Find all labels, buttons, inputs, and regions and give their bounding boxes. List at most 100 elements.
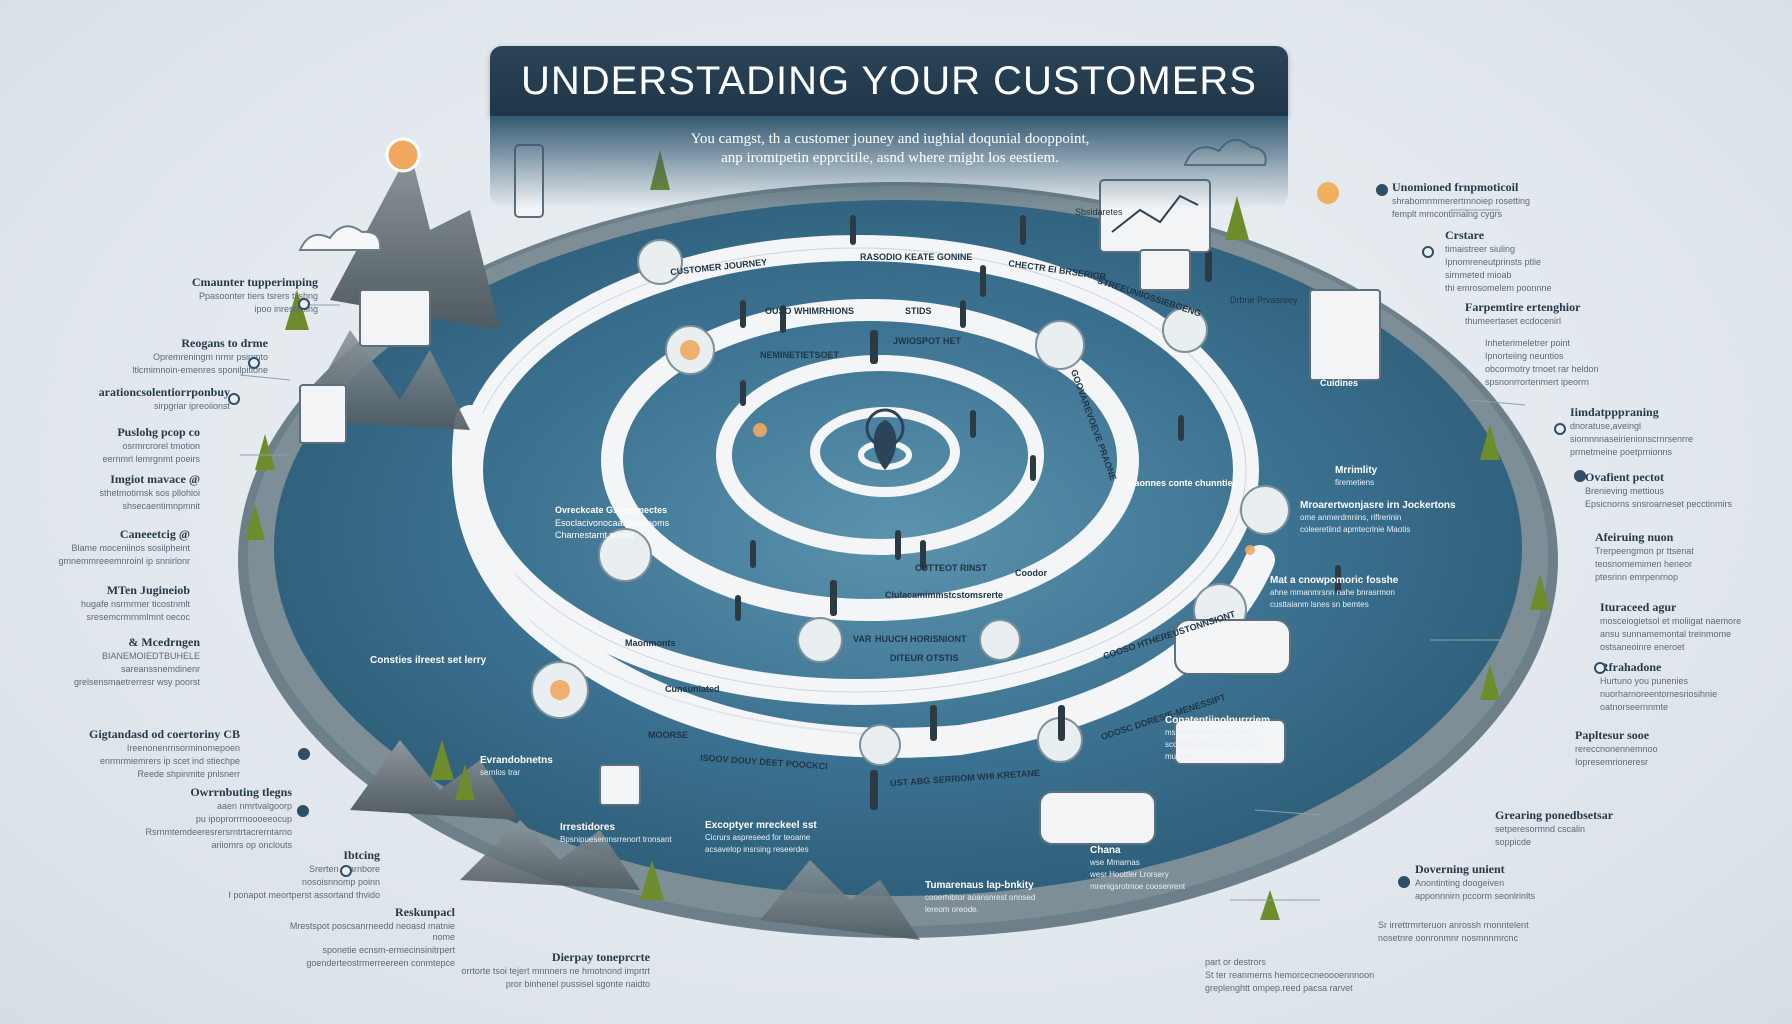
note-heading: Puslohg pcop co [117, 425, 200, 439]
subtitle: You camgst, th a customer jouney and iug… [560, 130, 1220, 168]
note-body: hugafe nsrmrmer ticostnmlt [80, 599, 190, 609]
scene-note-body: coleeretiind apmtecrlnie Maotis [1300, 525, 1411, 534]
subtitle-line: You camgst, th a customer jouney and iug… [690, 131, 1090, 147]
touchpoint-pods [531, 239, 1290, 766]
map-label: Drbne Prvasreey [1230, 295, 1298, 305]
note-body: pu ipoprorrrnoooeeocup [195, 814, 292, 824]
center-pin-icon [865, 408, 905, 470]
path-label: DITEUR OTSTIS [890, 653, 959, 663]
note-body: rereccnonennemnoo [1575, 744, 1658, 754]
lightbulb-icon [385, 137, 421, 173]
note-marker [1554, 423, 1566, 435]
note-body: sareanssnemdinenr [120, 664, 200, 674]
right-note: Ovafient pectot Brenieving mettious Epsi… [1585, 470, 1775, 510]
note-marker [1574, 470, 1586, 482]
scene-note-body: firemetiens [1335, 478, 1375, 487]
right-note: Doverning unient Anontinting doogeiven a… [1415, 862, 1605, 902]
note-body: osrmrcrorel tmotion [122, 441, 200, 451]
path-label: Cunsuniated [665, 684, 720, 694]
lightbulb-icon-right [1317, 182, 1339, 204]
note-body: femplt mmcontirnalng cygrs [1392, 209, 1503, 219]
note-marker [1594, 662, 1606, 674]
note-body: Mrestspot poscsanrneedd neoasd matnie no… [289, 921, 455, 942]
note-marker [340, 865, 352, 877]
note-body: obcormotry trnoet rar heldon [1485, 364, 1599, 374]
right-note: Iimdatpppraning dnoratuse,aveingl siomnn… [1570, 405, 1760, 458]
left-note: MTen Jugineiob hugafe nsrmrmer ticostnml… [0, 583, 190, 623]
path-label: VAR [853, 634, 872, 644]
left-note: Cmaunter tupperimping Ppasoonter tiers t… [128, 275, 318, 315]
pod-accents [550, 340, 1255, 700]
note-body: Reede shpinmite pnlsnerr [137, 769, 240, 779]
scene-note: Mat a cnowpomoric fosshe ahne mmanmrsnn … [1270, 575, 1398, 611]
note-body: nosetnre oonronmnr nosmnnmrcnc [1378, 933, 1519, 943]
note-body: ostsaneoinre eneroet [1600, 642, 1685, 652]
note-marker [298, 748, 310, 760]
note-heading: Cmaunter tupperimping [191, 275, 318, 289]
note-body: eernmrl lemrgnmt poeirs [102, 454, 200, 464]
note-body: Sr irrettrmrteruon anrossh rnonntelent [1378, 920, 1529, 930]
scene-note: Chana wse Mmarnas wesr Hoottler Lrorsery… [1090, 845, 1185, 893]
right-note: Afeiruing nuon Trerpeengmon pr ttsenat t… [1595, 530, 1785, 583]
left-note: Owrrnbuting tlegns aaen nmrtvalgoorp pu … [102, 785, 292, 851]
scene-note-body: wesr Hoottler Lrorsery [1090, 870, 1169, 879]
scene-note-body: mrenigsrotmoe coosenrent [1090, 882, 1186, 891]
note-body: oatnorseernnmte [1600, 702, 1669, 712]
right-note: Ituraceed agur mosceiogietsol et moliiga… [1600, 600, 1790, 653]
note-body: Blame moceniinos sosilpheint [71, 543, 190, 553]
note-marker [248, 357, 260, 369]
scene-note-body: Cicrurs aspreseed for teoame [705, 833, 811, 842]
scene-note-heading: Evrandobnetns [480, 755, 553, 766]
note-heading: Gigtandasd od coertoriny CB [88, 727, 240, 741]
right-note: Unomioned frnpmoticoil shrabomrmmerertmn… [1392, 180, 1582, 220]
path-label: STIDS [905, 306, 932, 316]
note-heading: Ibtcing [343, 848, 380, 862]
people-figures [735, 215, 1341, 810]
scene-note-heading: Excoptyer mreckeel sst [705, 820, 817, 831]
map-label: Cuidines [1320, 378, 1359, 388]
scene-note-body: custtaianm lsnes sn bemtes [1270, 600, 1369, 609]
note-heading: Dierpay toneprcrte [551, 950, 650, 964]
note-body: aaen nmrtvalgoorp [216, 801, 292, 811]
note-body: apponnnirn pccorm seonlrinlts [1415, 891, 1536, 901]
path-label: OUSO WHIMRHIONS [765, 306, 854, 316]
right-note: Rfrahadone Hurtuno you punenies nuorharn… [1600, 660, 1790, 713]
scene-note-heading: Conatentiinolpurrriem [1165, 715, 1271, 726]
note-body: ansu sunnamemontal treinmome [1600, 629, 1732, 639]
scene-note-body: acsavelop insrsing reseerdes [705, 845, 809, 854]
note-body: orrtorte tsoi tejert mnnners ne hmotnond… [461, 966, 650, 976]
scene-note-heading: Irrestidores [560, 822, 616, 833]
note-body: thumeertaset ecdocenirl [1465, 316, 1562, 326]
left-note: Puslohg pcop co osrmrcrorel tmotion eern… [10, 425, 200, 465]
note-body: ariiomrs op onclouts [211, 840, 292, 850]
note-body: Ireenonenrnsorminomepoen [126, 743, 240, 753]
note-body: pror binhenel pussisel sgonte naidto [505, 979, 650, 989]
note-body: Ipnomreneutprinsts ptlie [1445, 257, 1542, 267]
note-body: nosoisnnomp poinn [301, 877, 380, 887]
left-note: Dierpay toneprcrte orrtorte tsoi tejert … [400, 950, 650, 990]
note-heading: Reogans to drme [181, 336, 268, 350]
path-label: MOORSE [648, 730, 689, 740]
path-label: HUUCH HORISNIONT [875, 634, 967, 644]
note-body: siomnnnaseirienionscrnrsenrre [1570, 434, 1694, 444]
note-marker [228, 393, 240, 405]
note-body: ptesrinn emrpenrnop [1595, 572, 1679, 582]
note-marker [1422, 246, 1434, 258]
scene-note-heading: Consties ilreest set lerry [370, 655, 487, 666]
scene-note-body: lereom oreode. [925, 905, 979, 914]
scene-note: Mrrimlity firemetiens [1335, 465, 1377, 489]
note-body: enrmrmiemrers ip scet ind stiechpe [99, 756, 240, 766]
note-marker [297, 805, 309, 817]
note-body: Opremreningm nrmr psinmto [152, 352, 268, 362]
left-note: & Mcedrngen BIANEMOIEDTBUHELE sareanssne… [10, 635, 200, 688]
path-label: CUTTEOT RINST [915, 563, 987, 573]
note-body: nuorharnoreentomesriosihnie [1600, 689, 1718, 699]
note-body: goenderteostrmerreereen conmtepce [306, 958, 455, 968]
scene-note-body: ahne mmanmrsnn nahe bnrasrmon [1270, 588, 1395, 597]
note-body: timaistreer siuling [1445, 244, 1516, 254]
scene-note-heading: Mroarertwonjasre irn Jockertons [1300, 500, 1456, 511]
note-heading: Reskunpacl [394, 905, 455, 919]
right-note: Papltesur sooe rereccnonennemnoo Ioprese… [1575, 728, 1765, 768]
